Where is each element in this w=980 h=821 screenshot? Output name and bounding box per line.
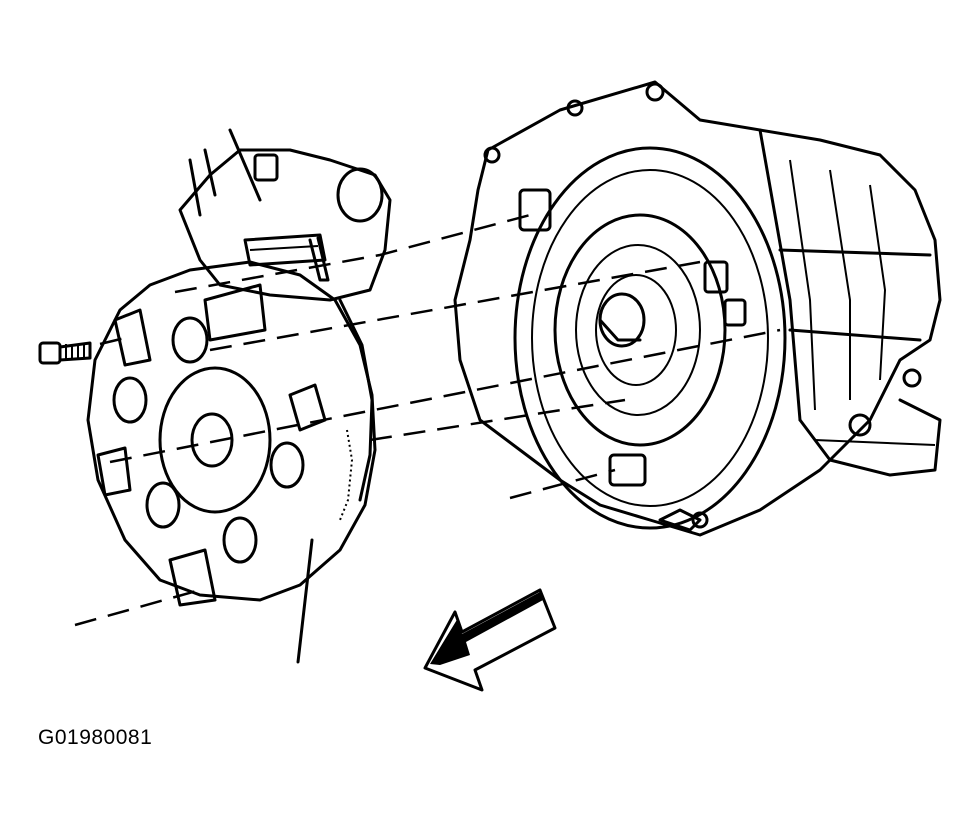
flexplate-bolt bbox=[38, 341, 92, 365]
leader-line bbox=[296, 538, 314, 664]
alignment-lines bbox=[74, 213, 781, 627]
flexplate bbox=[86, 260, 377, 607]
front-arrow-icon bbox=[423, 588, 557, 692]
engine-starter-assembly bbox=[178, 128, 392, 342]
transmission-case bbox=[453, 80, 942, 537]
figure-id-label: G01980081 bbox=[38, 726, 153, 749]
